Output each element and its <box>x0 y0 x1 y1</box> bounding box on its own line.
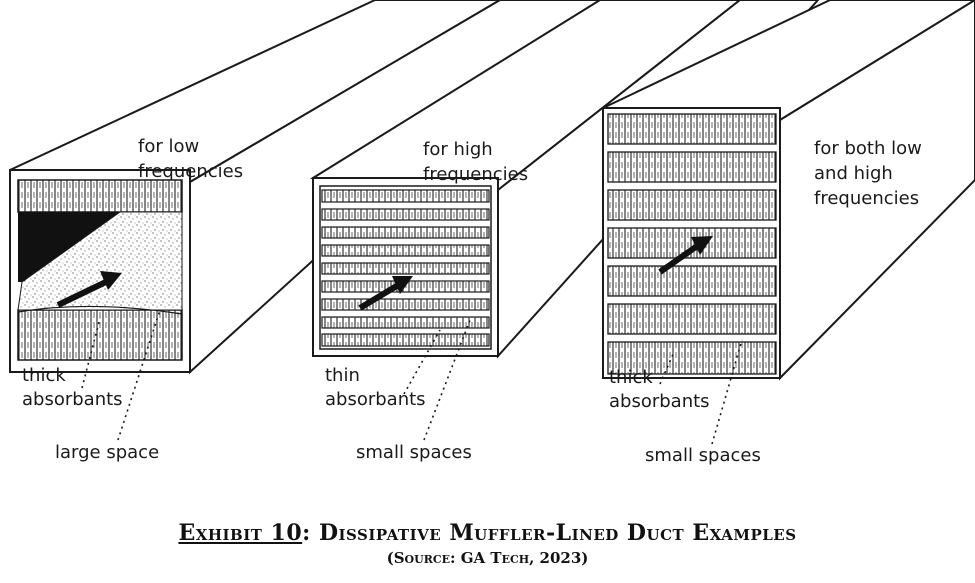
duct-high-absorbant-label-1: thin <box>325 365 360 386</box>
duct-high-thin-absorbants <box>321 189 490 347</box>
duct-high-airflow-arrow <box>358 281 402 311</box>
duct-high-freq-label-2: frequencies <box>423 164 528 185</box>
duct-both-thick-absorbants <box>607 113 777 375</box>
exhibit-caption: Exhibit 10: Dissipative Muffler-Lined Du… <box>0 520 975 546</box>
exhibit-number: Exhibit 10 <box>178 520 303 546</box>
duct-both-airflow-arrow <box>658 241 702 275</box>
exhibit-source: (Source: GA Tech, 2023) <box>386 549 589 567</box>
duct-low-space-label: large space <box>55 442 159 463</box>
duct-both-freq-label-3: frequencies <box>814 188 919 209</box>
exhibit-title: : Dissipative Muffler-Lined Duct Example… <box>302 520 797 546</box>
duct-both-absorbant-label-1: thick <box>609 367 653 388</box>
duct-low-arrowhead <box>100 271 122 290</box>
duct-low-top-absorbant <box>17 179 183 213</box>
duct-low-absorbant-label-2: absorbants <box>22 389 123 410</box>
duct-low-freq-label-1: for low <box>138 136 199 157</box>
duct-both-freq-label-2: and high <box>814 163 893 184</box>
duct-both-frequency <box>599 0 975 381</box>
duct-high-space-label: small spaces <box>356 442 472 463</box>
leader-lines <box>81 309 743 445</box>
duct-both-arrowhead <box>691 236 713 255</box>
duct-high-arrowhead <box>392 276 413 294</box>
duct-low-open-floor <box>17 211 183 311</box>
duct-both-freq-label-1: for both low <box>814 138 922 159</box>
duct-high-freq-label-1: for high <box>423 139 493 160</box>
duct-both-space-label: small spaces <box>645 445 761 466</box>
duct-both-absorbant-label-2: absorbants <box>609 391 710 412</box>
duct-low-wave-line <box>17 305 183 315</box>
duct-low-airflow-arrow <box>56 277 112 308</box>
duct-low-dark-interior <box>18 212 120 282</box>
duct-low-bottom-absorbant <box>17 309 183 361</box>
duct-high-absorbant-label-2: absorbants <box>325 389 426 410</box>
duct-low-freq-label-2: frequencies <box>138 161 243 182</box>
duct-low-absorbant-label-1: thick <box>22 365 66 386</box>
